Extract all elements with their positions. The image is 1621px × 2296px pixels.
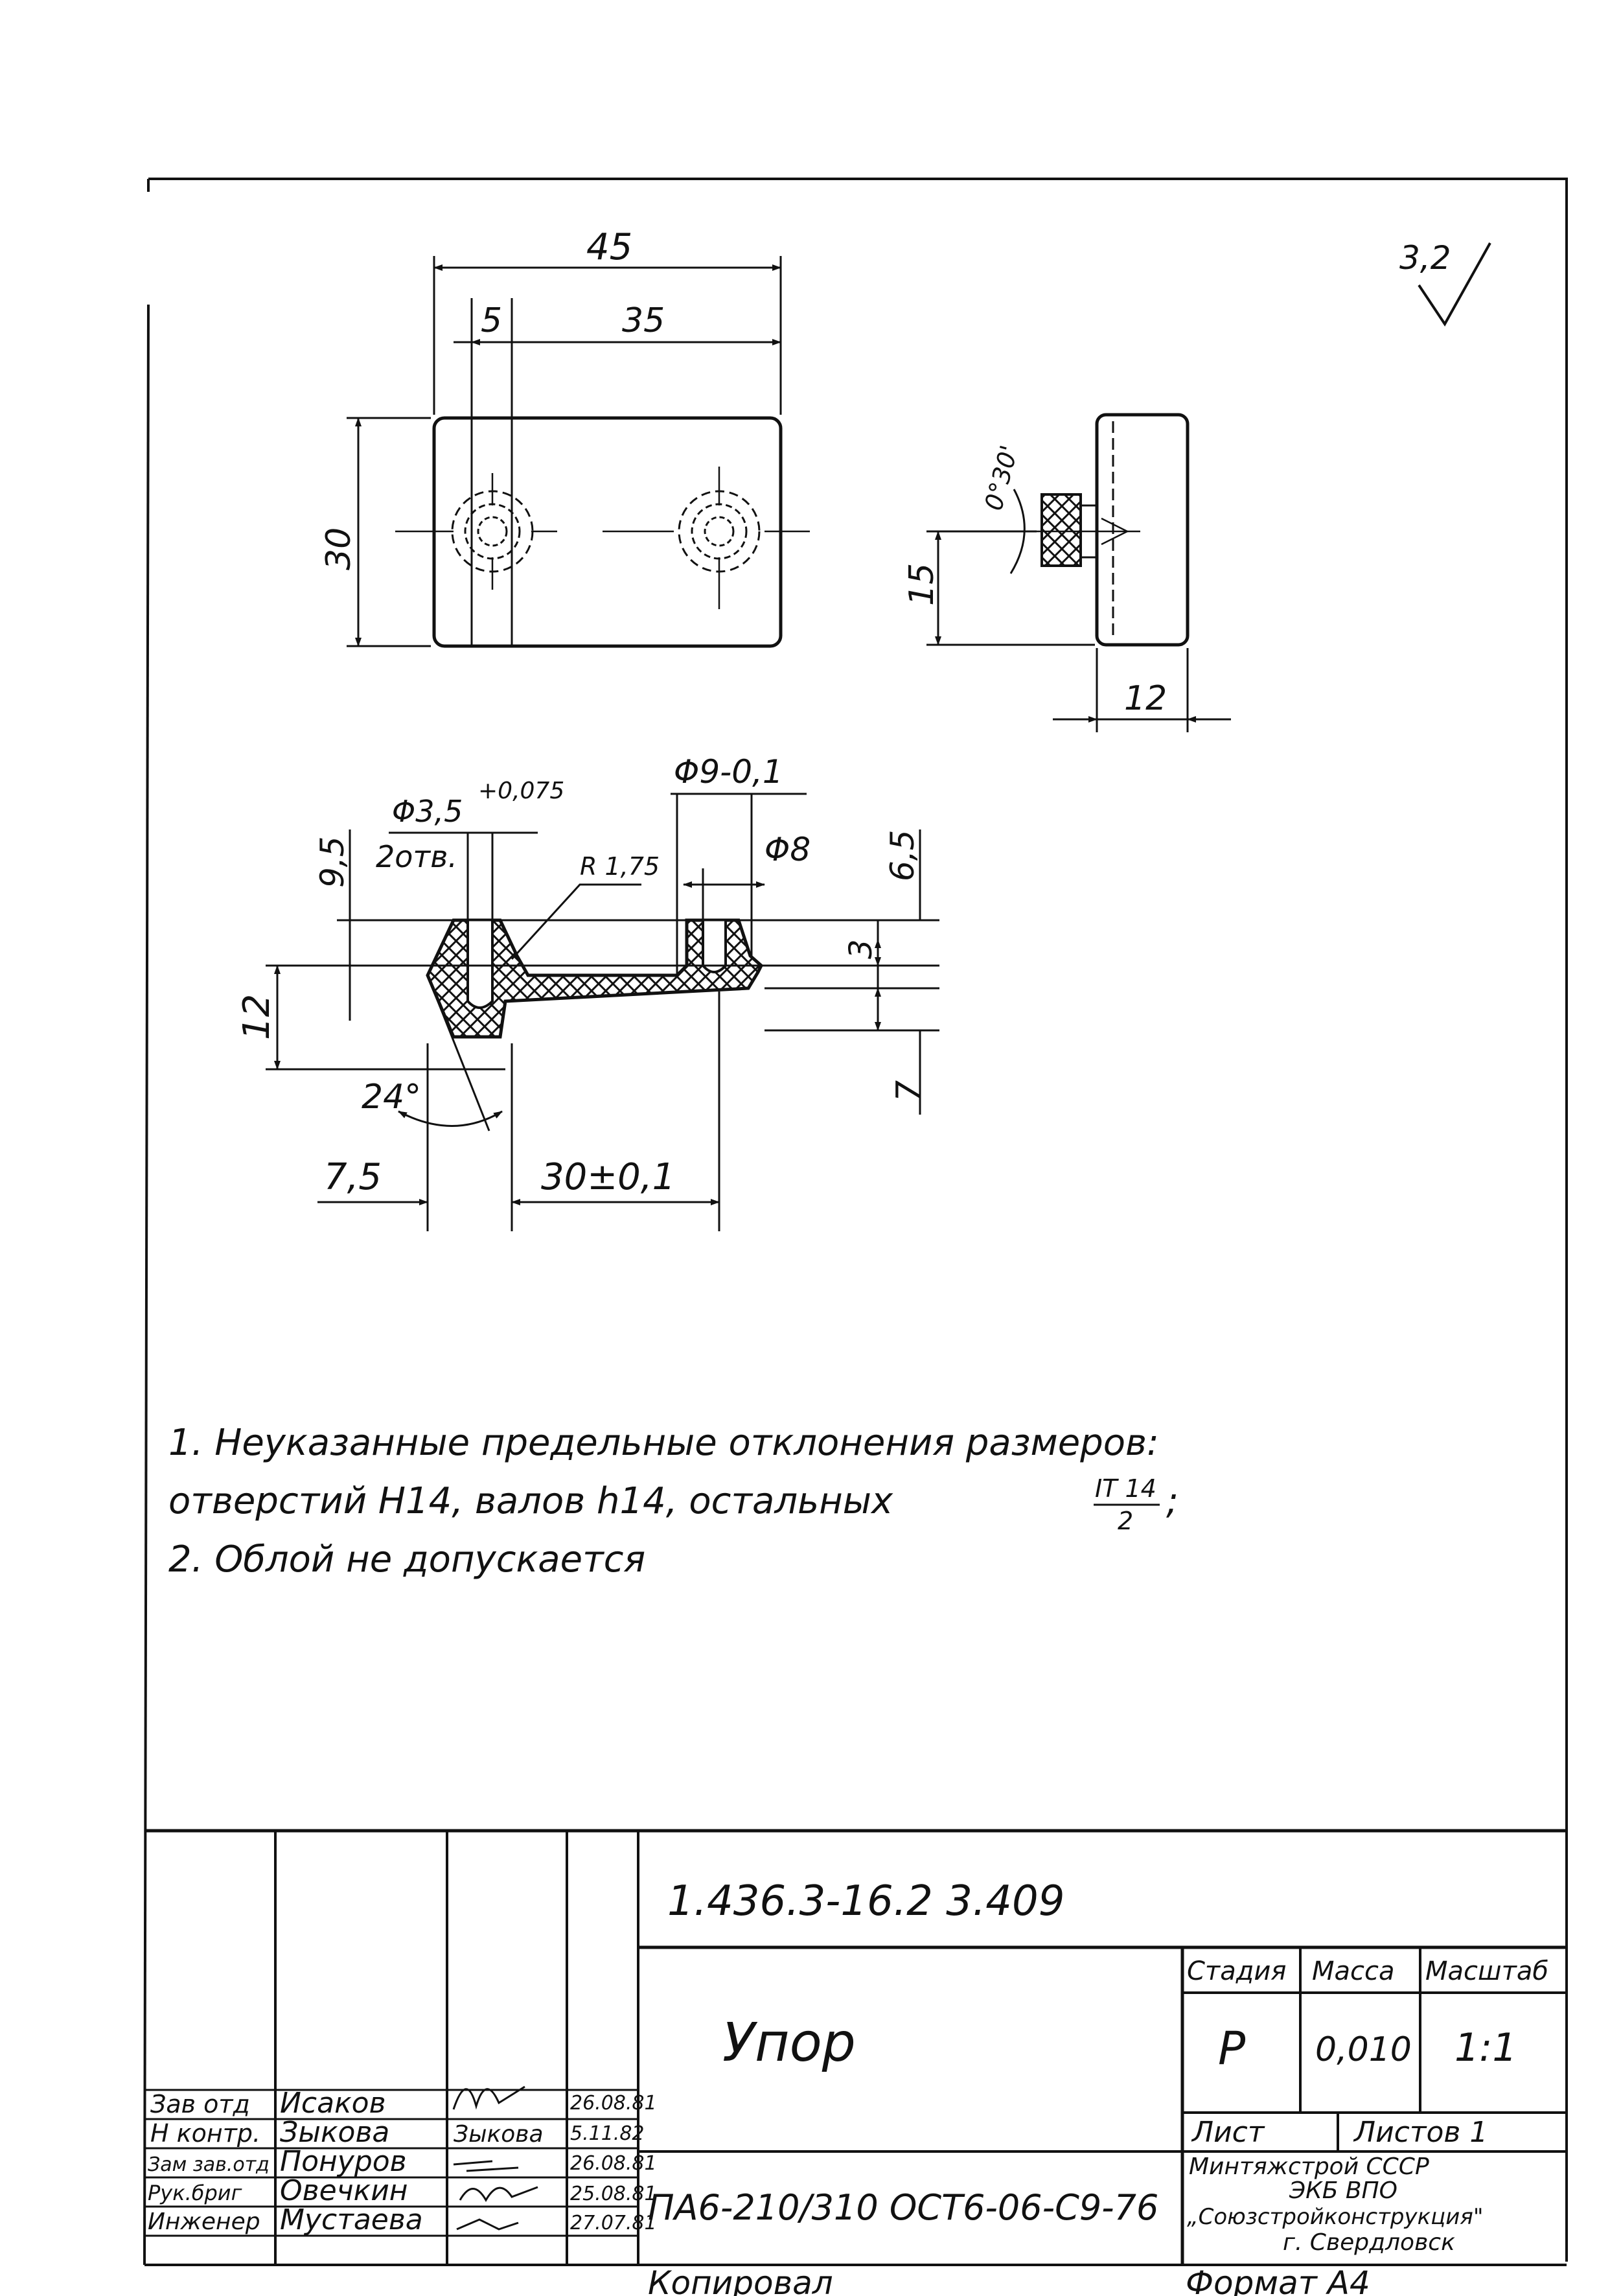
copied-label: Копировал [648, 2264, 833, 2296]
title-mass-label: Масса [1312, 1956, 1395, 1986]
note-line-2-end: ; [1166, 1480, 1178, 1522]
note-line-2: отверстий H14, валов h14, остальных [168, 1480, 893, 1522]
section-dim-bottom-left: 7,5 [324, 1156, 382, 1198]
signature-text: Зыкова [454, 2121, 544, 2148]
role-date: 26.08.81 [570, 2092, 657, 2115]
roughness-symbol: 3,2 [1399, 239, 1491, 327]
section-dim-hole-count: 2отв. [376, 839, 457, 874]
top-view [347, 256, 810, 648]
top-dim-hole-spacing: 35 [622, 301, 665, 340]
role-name: Овечкин [280, 2174, 408, 2207]
title-stage-label: Стадия [1187, 1956, 1286, 1986]
role-date: 26.08.81 [570, 2152, 657, 2175]
title-scale-label: Масштаб [1425, 1956, 1548, 1986]
title-org-line-1: Минтяжстрой СССР [1189, 2153, 1429, 2180]
role-name: Исаков [280, 2087, 386, 2120]
section-dim-right-top: 6,5 [884, 829, 921, 881]
note-line-3: 2. Облой не допускается [168, 1538, 645, 1581]
note-fraction-num: IT 14 [1095, 1474, 1156, 1503]
format-label: Формат А4 [1186, 2264, 1370, 2296]
side-dim-height: 15 [902, 563, 941, 606]
title-sheets-label: Листов 1 [1353, 2116, 1488, 2149]
section-dim-bottom-center: 30±0,1 [541, 1156, 675, 1198]
role-label: Н контр. [150, 2119, 260, 2148]
title-mass-value: 0,010 [1315, 2030, 1412, 2069]
title-sheet-label: Лист [1191, 2116, 1265, 2149]
sheet-frame [143, 178, 1568, 2266]
signature [459, 2186, 538, 2203]
top-dim-width: 45 [586, 226, 632, 268]
role-label: Инженер [148, 2209, 260, 2235]
section-dim-right-bottom: 7 [890, 1080, 928, 1102]
note-fraction-den: 2 [1118, 1507, 1133, 1535]
role-label: Зав отд [150, 2090, 250, 2118]
title-org-line-4: г. Свердловск [1283, 2229, 1455, 2256]
section-dim-shaft: Φ9-0,1 [674, 753, 783, 791]
title-part-name: Упор [722, 2012, 856, 2074]
note-line-1: 1. Неуказанные предельные отклонения раз… [168, 1422, 1159, 1464]
side-view [926, 413, 1231, 732]
title-org-line-2: ЭКБ ВПО [1289, 2177, 1397, 2204]
signature [452, 2085, 525, 2110]
section-dim-radius: R 1,75 [580, 852, 660, 881]
title-block [144, 1829, 1567, 2265]
title-org-line-3: „Союзстройконструкция" [1187, 2204, 1483, 2230]
signature [453, 2160, 519, 2172]
section-dim-hole: Φ3,5 [392, 794, 463, 829]
section-dim-left-height: 12 [236, 994, 278, 1040]
top-dim-height: 30 [319, 528, 358, 570]
top-dim-hole-offset: 5 [481, 301, 502, 340]
side-dim-thickness: 12 [1124, 679, 1167, 718]
role-label: Зам зав.отд [148, 2153, 270, 2176]
title-scale-value: 1:1 [1454, 2025, 1517, 2070]
role-rows: Зав отд Исаков Н контр. Зыкова Зам зав.о… [148, 2085, 657, 2236]
role-date: 25.08.81 [570, 2183, 657, 2205]
section-view [266, 793, 939, 1231]
title-designation: 1.436.3-16.2 3.409 [667, 1877, 1064, 1925]
role-name: Зыкова [280, 2116, 389, 2149]
notes: 1. Неуказанные предельные отклонения раз… [168, 1422, 1178, 1581]
role-name: Понуров [280, 2145, 407, 2178]
role-label: Рук.бриг [148, 2181, 242, 2205]
title-material: ПА6-210/310 ОСТ6-06-С9-76 [648, 2187, 1158, 2228]
section-dim-bore: Φ8 [765, 831, 810, 868]
title-stage-value: Р [1218, 2022, 1246, 2075]
roughness-value: 3,2 [1399, 239, 1451, 277]
section-dim-angle: 24° [362, 1078, 421, 1117]
section-dim-left-top: 9,5 [314, 836, 351, 888]
role-date: 27.07.81 [570, 2212, 657, 2234]
side-dim-angle: 0°30' [979, 442, 1024, 513]
section-dim-step: 3 [843, 939, 879, 959]
side-view-outline [1095, 413, 1190, 647]
section-dim-hole-tol: +0,075 [478, 778, 564, 804]
role-name: Мустаева [280, 2203, 423, 2236]
role-date: 5.11.82 [570, 2122, 645, 2145]
signature [456, 2218, 519, 2231]
